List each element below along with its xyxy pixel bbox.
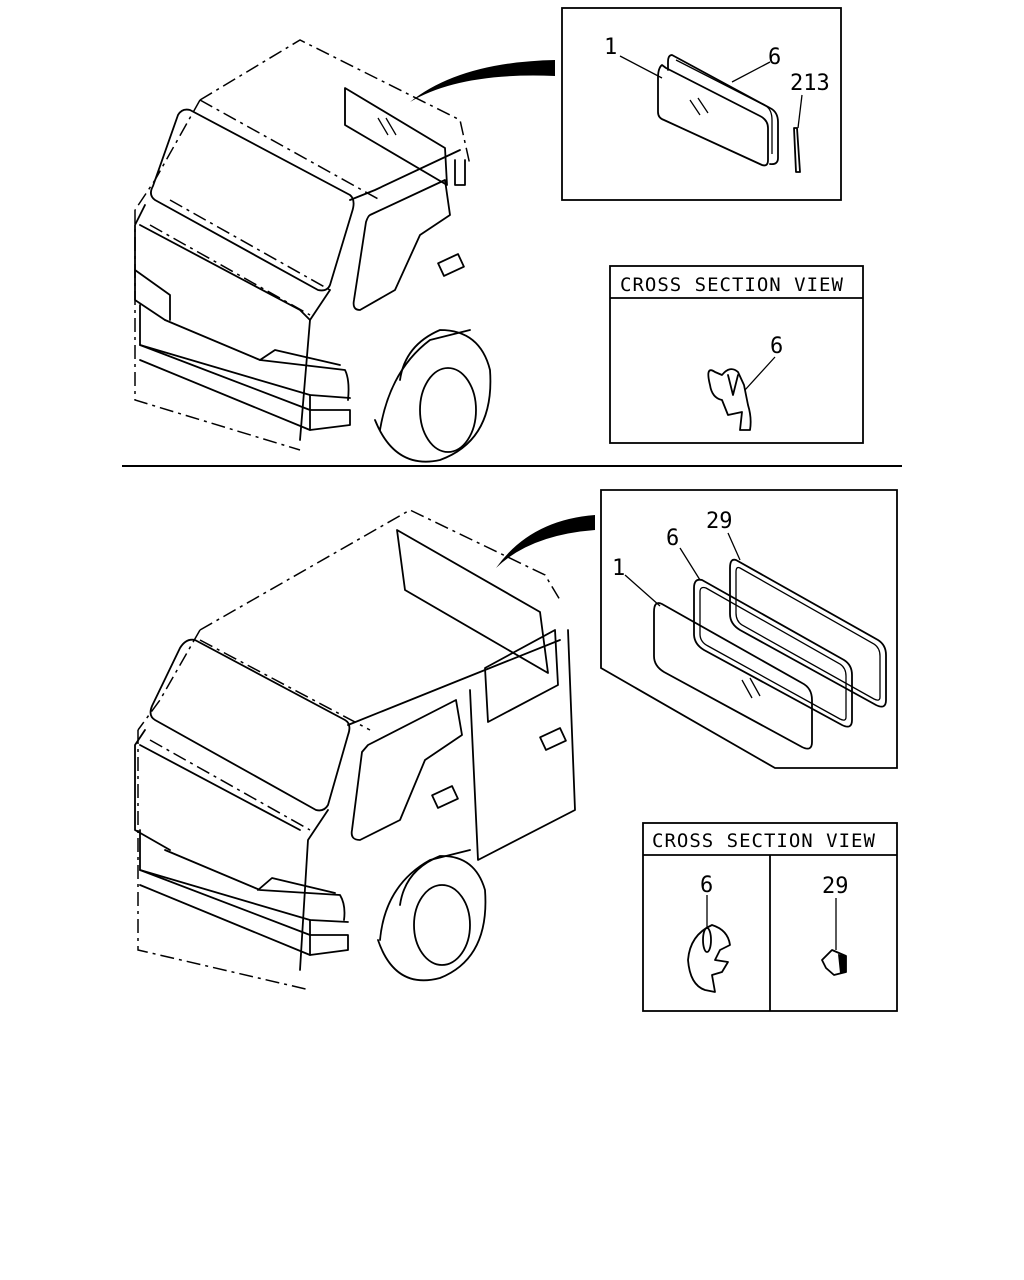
truck-single-cab [134,39,555,463]
cross-section-part-29: 29 [822,874,849,899]
callout-molding-bottom: 29 [706,509,733,534]
callout-weatherstrip-bottom: 6 [666,526,679,551]
cross-section-title-bottom: CROSS SECTION VIEW [652,830,876,852]
cross-section-title-top: CROSS SECTION VIEW [620,274,844,296]
bottom-cross-section: CROSS SECTION VIEW 6 29 [642,822,898,1012]
cross-section-part-top: 6 [770,334,783,359]
bottom-detail-box: 1 6 29 [600,489,898,769]
callout-glass-top: 1 [604,35,617,60]
callout-weatherstrip-top: 6 [768,45,781,70]
callout-molding-top: 213 [790,71,830,96]
top-cross-section: CROSS SECTION VIEW 6 [609,265,864,444]
cross-section-part-6: 6 [700,873,713,898]
callout-glass-bottom: 1 [612,556,625,581]
truck-double-cab [134,509,595,991]
top-detail-box: 1 6 213 [561,7,842,201]
